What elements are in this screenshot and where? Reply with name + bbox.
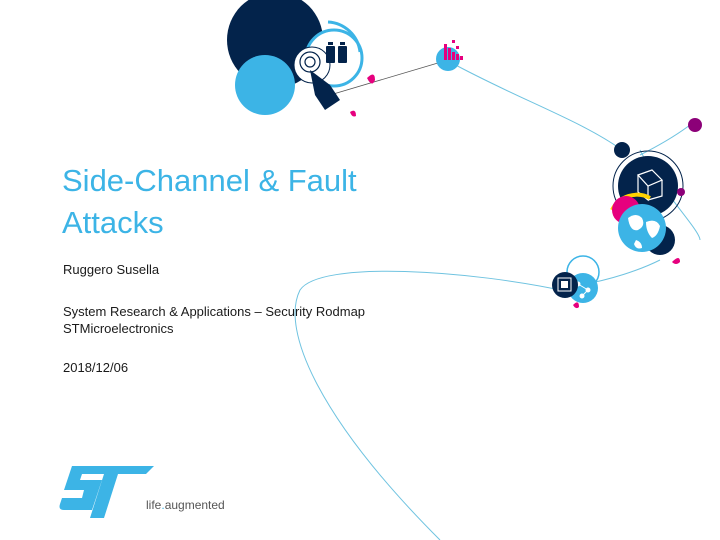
hand-touch-icon [293,46,340,110]
bar-chart-icon [436,40,463,71]
affiliation-department: System Research & Applications – Securit… [63,304,366,319]
affiliation-company: STMicroelectronics [63,321,174,336]
affiliation: System Research & Applications – Securit… [63,303,365,337]
battery-icon [326,42,347,63]
st-logo [59,466,154,518]
title-line-1: Side-Channel & Fault [62,163,357,198]
title-line-2: Attacks [62,205,164,240]
author-name: Ruggero Susella [63,262,160,277]
presentation-date: 2018/12/06 [63,360,129,375]
slide-title: Side-Channel & Fault Attacks [62,160,482,244]
globe-icon [618,204,666,252]
blue-circle [235,55,295,115]
chip-icon [552,272,578,298]
tagline: life.augmented [146,498,225,512]
